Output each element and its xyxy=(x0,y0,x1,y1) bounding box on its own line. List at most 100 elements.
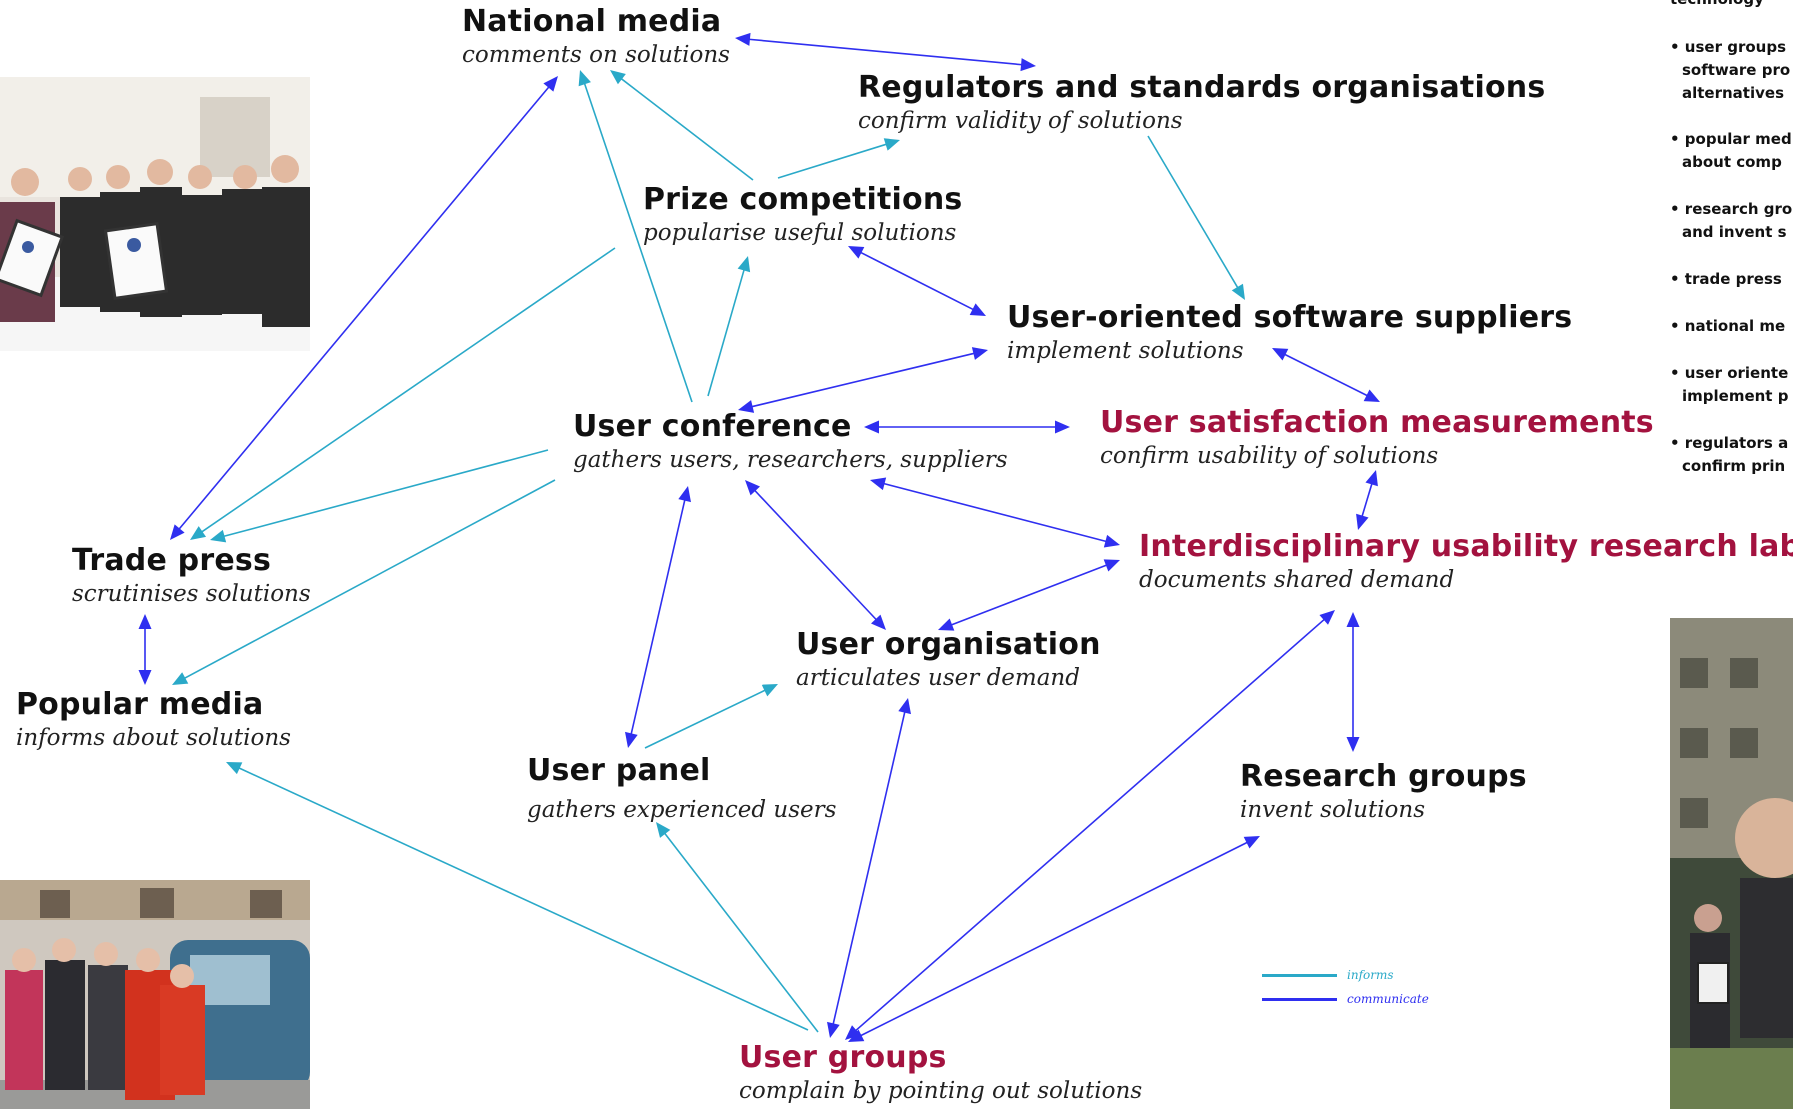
node-research-groups: Research groups invent solutions xyxy=(1240,759,1527,825)
side-list-item: • user oriente xyxy=(1670,364,1789,382)
side-list-item-continuation: and invent s xyxy=(1682,223,1787,241)
arrowhead xyxy=(210,529,227,543)
arrowhead xyxy=(898,698,911,715)
edge-conference-national xyxy=(578,70,693,403)
edge-line xyxy=(749,352,977,408)
node-subtitle: documents shared demand xyxy=(1139,567,1455,593)
arrowhead xyxy=(938,618,955,631)
node-user-conference: User conference gathers users, researche… xyxy=(573,409,1008,475)
legend: informs communicate xyxy=(1262,967,1442,1007)
edge-line xyxy=(858,250,976,312)
node-software-suppliers: User-oriented software suppliers impleme… xyxy=(1007,300,1572,366)
node-user-organisation: User organisation articulates user deman… xyxy=(796,627,1101,693)
node-subtitle: invent solutions xyxy=(1240,797,1426,823)
edge-line xyxy=(177,84,551,532)
arrowhead xyxy=(656,822,671,838)
arrowhead xyxy=(610,70,626,85)
node-subtitle: informs about solutions xyxy=(16,725,291,751)
arrowhead xyxy=(971,347,988,360)
arrowhead xyxy=(827,1021,840,1038)
arrowhead xyxy=(845,1025,861,1040)
node-subtitle: popularise useful solutions xyxy=(643,220,957,246)
side-list-item: • trade press xyxy=(1670,270,1782,288)
node-title: Interdisciplinary usability research lab xyxy=(1139,529,1793,564)
edge-conference-tradepress xyxy=(210,449,549,543)
arrowhead xyxy=(870,477,887,491)
user-group-outdoor-photo xyxy=(0,880,310,1109)
arrowhead xyxy=(1363,389,1380,402)
edge-usergroups-panel xyxy=(656,822,819,1033)
node-title: Research groups xyxy=(1240,759,1527,794)
arrowhead xyxy=(138,670,152,685)
edge-national-regulators xyxy=(735,32,1036,72)
node-title: National media xyxy=(462,4,722,39)
edge-tradepress-popularmedia xyxy=(138,614,152,685)
node-subtitle: gathers experienced users xyxy=(527,797,837,823)
edge-conference-popularmedia xyxy=(172,479,556,685)
arrowhead xyxy=(1103,559,1120,572)
edge-line xyxy=(644,688,768,749)
side-list-item: • research gro xyxy=(1670,200,1793,218)
side-list-item: • national me xyxy=(1670,317,1786,335)
edge-line xyxy=(182,479,556,681)
legend-swatch-informs xyxy=(1262,974,1337,977)
side-list-item-continuation: confirm prin xyxy=(1682,457,1786,475)
arrowhead xyxy=(1365,470,1378,487)
node-user-satisfaction: User satisfaction measurements confirm u… xyxy=(1100,405,1654,471)
arrowhead xyxy=(848,1029,865,1042)
node-title: Popular media xyxy=(16,687,264,722)
conference-poster-photo xyxy=(1670,618,1793,1109)
arrowhead xyxy=(870,614,886,630)
arrowhead xyxy=(735,32,751,46)
node-title: Prize competitions xyxy=(643,182,963,217)
edge-lab-researchgroups xyxy=(1346,612,1360,752)
edge-line xyxy=(707,267,746,397)
node-national-media: National media comments on solutions xyxy=(462,4,730,70)
node-subtitle: confirm validity of solutions xyxy=(858,108,1183,134)
arrowhead xyxy=(745,480,761,496)
node-subtitle: articulates user demand xyxy=(796,665,1080,691)
node-trade-press: Trade press scrutinises solutions xyxy=(72,543,311,609)
edge-line xyxy=(221,449,549,538)
edge-prize-software xyxy=(848,246,986,316)
arrowhead xyxy=(883,138,900,151)
edge-line xyxy=(619,76,754,181)
side-list-item: • user groups xyxy=(1670,38,1786,56)
edge-satisfaction-lab xyxy=(1356,470,1378,530)
node-title: Regulators and standards organisations xyxy=(858,70,1546,105)
arrowhead xyxy=(737,256,751,273)
edge-prize-regulators xyxy=(777,138,900,179)
arrowhead xyxy=(1356,513,1369,530)
node-research-lab: Interdisciplinary usability research lab… xyxy=(1139,529,1793,595)
node-title: User panel xyxy=(527,753,711,788)
edge-line xyxy=(629,497,687,737)
node-title: User organisation xyxy=(796,627,1101,662)
edge-line xyxy=(662,831,819,1033)
side-list-item: • popular med xyxy=(1670,130,1792,148)
edge-line xyxy=(1282,352,1370,398)
legend-swatch-communicate xyxy=(1262,998,1337,1001)
arrowhead xyxy=(678,486,691,503)
node-user-panel: User panel gathers experienced users xyxy=(527,753,836,825)
edge-software-conference xyxy=(738,347,988,413)
edge-usergroups-popularmedia xyxy=(226,762,809,1031)
edge-line xyxy=(752,488,879,622)
edge-prize-national xyxy=(610,70,754,181)
arrowhead xyxy=(1319,610,1335,625)
node-title: User groups xyxy=(739,1040,947,1075)
arrowhead xyxy=(1243,836,1260,849)
edge-line xyxy=(831,709,907,1027)
side-list-top-fragment: technology xyxy=(1670,0,1764,11)
node-regulators: Regulators and standards organisations c… xyxy=(858,70,1545,136)
edge-regulators-software xyxy=(1147,135,1245,300)
arrowhead xyxy=(969,303,986,316)
legend-informs: informs xyxy=(1262,967,1432,983)
arrowhead xyxy=(1231,283,1245,300)
arrowhead xyxy=(190,526,207,540)
arrowhead xyxy=(1272,348,1289,361)
arrowhead xyxy=(1055,420,1070,434)
edge-line xyxy=(1147,135,1240,291)
side-list-item-continuation: alternatives xyxy=(1682,84,1784,102)
edge-panel-organisation xyxy=(644,684,778,749)
arrowhead xyxy=(864,420,879,434)
